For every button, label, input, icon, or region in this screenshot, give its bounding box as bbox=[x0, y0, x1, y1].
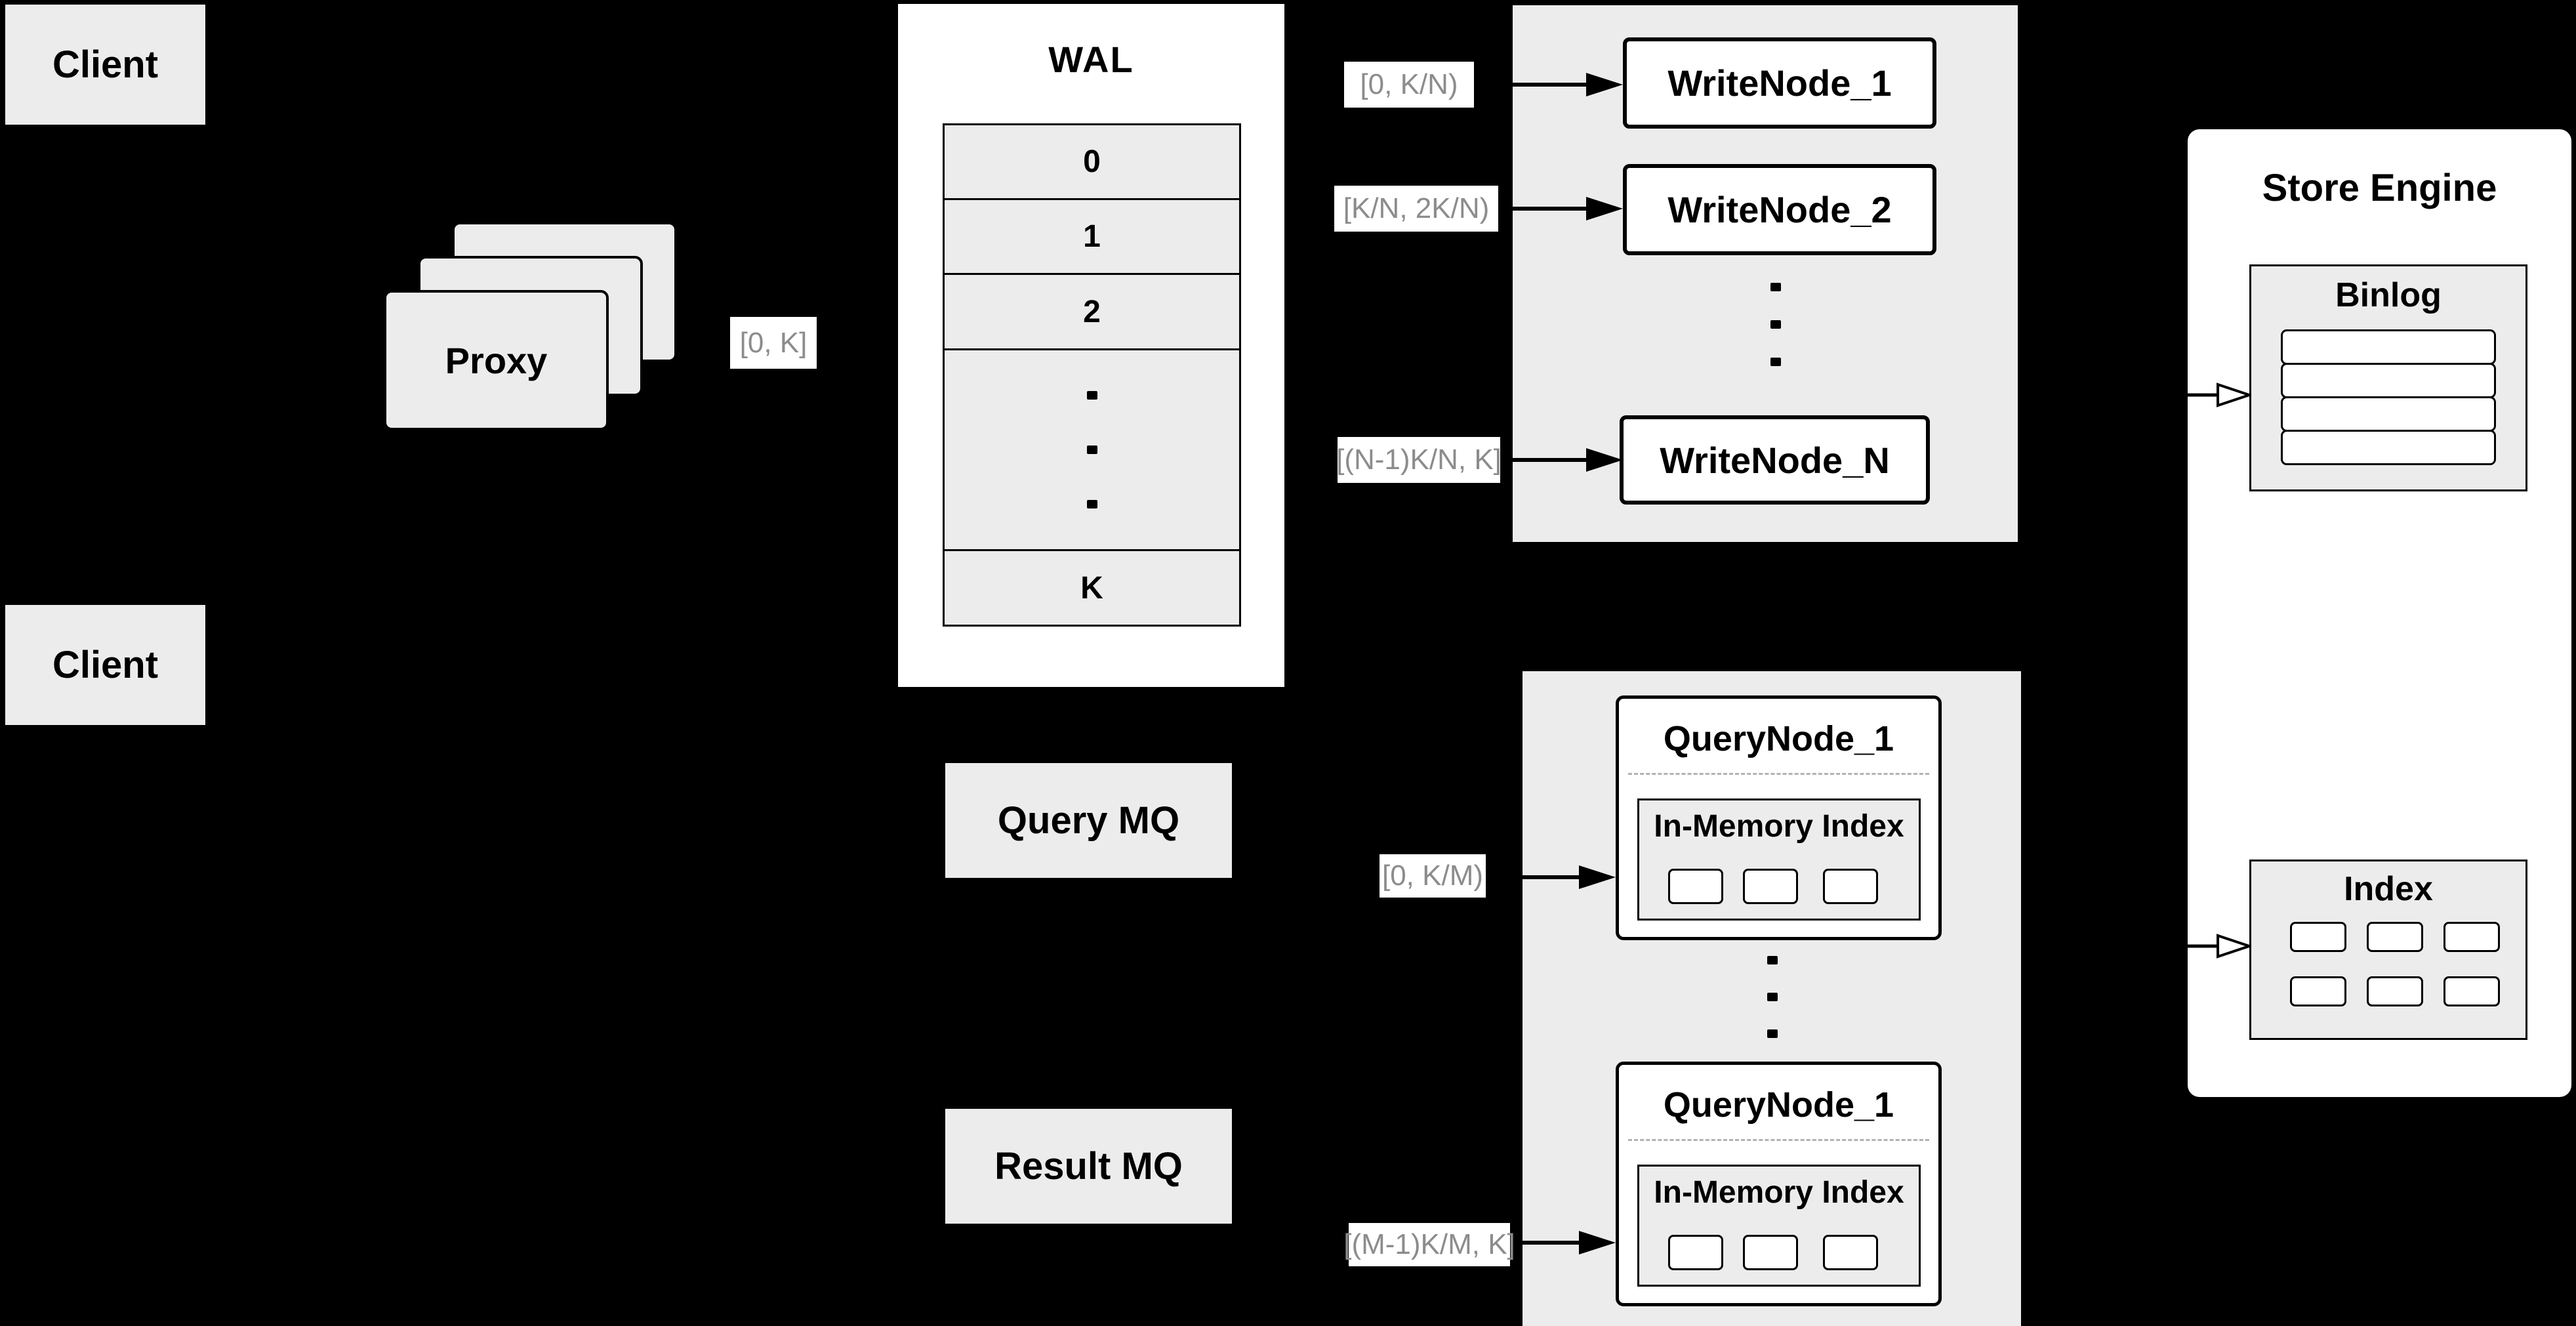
wal-table: 0 1 2 K bbox=[943, 123, 1241, 627]
in-memory-index-1-title: In-Memory Index bbox=[1654, 809, 1904, 844]
proxy-card-front: Proxy bbox=[384, 290, 609, 430]
index-cell bbox=[2367, 976, 2423, 1006]
range-label-writenode-1-text: [0, K/N) bbox=[1360, 68, 1458, 100]
ellipsis-dot bbox=[1770, 320, 1781, 329]
index-cell bbox=[2367, 922, 2423, 952]
ellipsis-dot bbox=[1086, 391, 1097, 400]
store-engine-title: Store Engine bbox=[2262, 167, 2497, 209]
ellipsis-dot bbox=[1767, 993, 1778, 1001]
proxy-label: Proxy bbox=[445, 339, 548, 381]
query-mq-label: Query MQ bbox=[997, 799, 1180, 842]
write-node-2-label: WriteNode_2 bbox=[1667, 189, 1892, 230]
wal-row-k: K bbox=[945, 551, 1239, 625]
client-top-label: Client bbox=[52, 43, 159, 86]
store-engine-box: Store Engine Binlog Index bbox=[2188, 129, 2571, 1097]
binlog-row bbox=[2281, 363, 2496, 398]
divider-dashed bbox=[1628, 1139, 1929, 1141]
range-label-writenode-2: [K/N, 2K/N) bbox=[1334, 186, 1498, 232]
query-nodes-container: QueryNode_1 In-Memory Index QueryNode_1 … bbox=[1523, 671, 2021, 1326]
arrow-to-writenode-2 bbox=[1492, 197, 1623, 220]
arrow-to-writenode-1 bbox=[1492, 73, 1623, 96]
binlog-row bbox=[2281, 396, 2496, 432]
range-label-querynode-2: [(M-1)K/M, K] bbox=[1343, 1223, 1515, 1266]
range-label-proxy-wal: [0, K] bbox=[730, 317, 817, 369]
range-label-writenode-n-text: [(N-1)K/N, K] bbox=[1336, 444, 1502, 476]
arrow-to-writenode-n bbox=[1492, 448, 1623, 472]
write-node-1-label: WriteNode_1 bbox=[1667, 62, 1892, 104]
memory-segment bbox=[1668, 869, 1723, 904]
index-cell bbox=[2290, 976, 2346, 1006]
client-box-bottom: Client bbox=[5, 605, 205, 725]
binlog-row bbox=[2281, 430, 2496, 465]
write-node-1: WriteNode_1 bbox=[1623, 37, 1936, 129]
memory-segment bbox=[1743, 1235, 1798, 1270]
write-nodes-container: WriteNode_1 WriteNode_2 WriteNode_N bbox=[1513, 5, 2018, 542]
write-node-n-label: WriteNode_N bbox=[1660, 439, 1890, 481]
arrow-to-binlog bbox=[2184, 383, 2251, 407]
in-memory-index-2-title: In-Memory Index bbox=[1654, 1175, 1904, 1210]
ellipsis-dot bbox=[1770, 358, 1781, 366]
arrow-to-index bbox=[2184, 934, 2251, 959]
client-bottom-label: Client bbox=[52, 644, 159, 686]
wal-row-2: 2 bbox=[945, 275, 1239, 350]
write-node-2: WriteNode_2 bbox=[1623, 164, 1936, 255]
memory-segment bbox=[1743, 869, 1798, 904]
memory-segment bbox=[1823, 869, 1878, 904]
ellipsis-dot bbox=[1767, 956, 1778, 964]
client-box-top: Client bbox=[5, 5, 205, 125]
index-cell bbox=[2290, 922, 2346, 952]
wal-row-0: 0 bbox=[945, 125, 1239, 200]
divider-dashed bbox=[1628, 773, 1929, 775]
range-label-querynode-1-text: [0, K/M) bbox=[1381, 860, 1484, 892]
ellipsis-dot bbox=[1770, 283, 1781, 291]
range-label-writenode-n: [(N-1)K/N, K] bbox=[1336, 437, 1502, 483]
result-mq-label: Result MQ bbox=[994, 1145, 1183, 1188]
range-label-writenode-2-text: [K/N, 2K/N) bbox=[1343, 192, 1490, 224]
in-memory-index-2: In-Memory Index bbox=[1637, 1165, 1921, 1287]
arrow-to-querynode-1 bbox=[1484, 865, 1616, 889]
in-memory-index-1: In-Memory Index bbox=[1637, 798, 1921, 921]
index-cell bbox=[2443, 922, 2500, 952]
query-node-1: QueryNode_1 In-Memory Index bbox=[1616, 695, 1942, 940]
memory-segment bbox=[1668, 1235, 1723, 1270]
range-label-querynode-1: [0, K/M) bbox=[1380, 854, 1486, 898]
result-mq-box: Result MQ bbox=[945, 1109, 1232, 1224]
range-label-proxy-wal-text: [0, K] bbox=[739, 326, 808, 359]
index-title: Index bbox=[2344, 870, 2433, 908]
binlog-title: Binlog bbox=[2335, 276, 2442, 314]
wal-title: WAL bbox=[1048, 39, 1134, 80]
query-mq-box: Query MQ bbox=[945, 763, 1232, 878]
wal-box: WAL 0 1 2 K bbox=[897, 3, 1286, 688]
query-node-2-title: QueryNode_1 bbox=[1663, 1085, 1894, 1125]
range-label-querynode-2-text: [(M-1)K/M, K] bbox=[1343, 1228, 1515, 1260]
query-node-2: QueryNode_1 In-Memory Index bbox=[1616, 1062, 1942, 1306]
memory-segment bbox=[1823, 1235, 1878, 1270]
binlog-row bbox=[2281, 329, 2496, 365]
query-node-1-title: QueryNode_1 bbox=[1663, 719, 1894, 758]
ellipsis-dot bbox=[1086, 500, 1097, 508]
binlog-box: Binlog bbox=[2249, 264, 2527, 491]
ellipsis-dot bbox=[1086, 445, 1097, 454]
index-box: Index bbox=[2249, 860, 2527, 1040]
wal-row-ellipsis bbox=[945, 350, 1239, 551]
index-cell bbox=[2443, 976, 2500, 1006]
write-node-n: WriteNode_N bbox=[1620, 415, 1930, 505]
range-label-writenode-1: [0, K/N) bbox=[1344, 62, 1474, 108]
ellipsis-dot bbox=[1767, 1029, 1778, 1038]
wal-row-1: 1 bbox=[945, 200, 1239, 275]
